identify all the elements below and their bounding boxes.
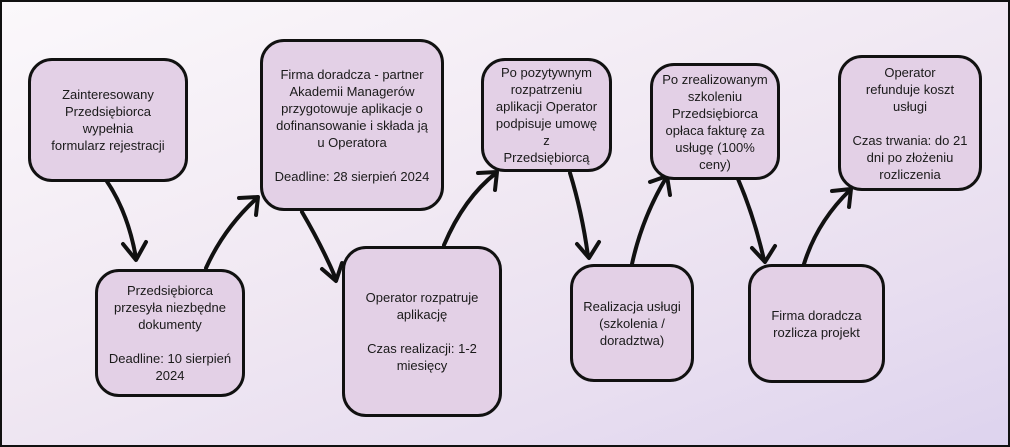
step-2-text: Przedsiębiorca przesyła niezbędne dokume… (113, 283, 227, 332)
step-7-text: Po zrealizowanym szkoleniu Przedsiębiorc… (662, 71, 768, 172)
arrow-s2-s3-head (237, 195, 260, 217)
arrow-s5-s6 (568, 171, 590, 258)
arrow-s7-s8-head (750, 244, 777, 264)
step-9-text: Operator refunduje koszt usługi (865, 64, 955, 114)
arrow-s4-s5 (442, 171, 498, 247)
step-1-text: Zainteresowany Przedsiębiorca wypełnia f… (51, 87, 165, 153)
arrow-s4-s5-head (476, 170, 499, 192)
step-2-deadline: Deadline: 10 sierpień 2024 (108, 351, 232, 383)
step-7-node: Po zrealizowanym szkoleniu Przedsiębiorc… (650, 63, 780, 180)
step-3-deadline: Deadline: 28 sierpień 2024 (274, 168, 430, 184)
step-2-node: Przedsiębiorca przesyła niezbędne dokume… (95, 269, 245, 397)
arrow-s7-s8 (736, 177, 766, 262)
step-9-duration: Czas trwania: do 21 dni po złożeniu rozl… (852, 132, 968, 182)
arrow-s3-s4 (300, 210, 338, 281)
step-3-text: Firma doradcza - partner Akademii Manage… (276, 66, 428, 150)
arrow-s2-s3 (204, 196, 259, 270)
arrow-s8-s9-head (830, 187, 853, 209)
step-4-text: Operator rozpatruje aplikację (365, 290, 479, 322)
step-8-node: Firma doradcza rozlicza projekt (748, 264, 885, 383)
step-5-text: Po pozytywnym rozpatrzeniu aplikacji Ope… (495, 65, 598, 165)
arrow-s3-s4-head (320, 261, 344, 283)
arrow-s1-s2 (104, 178, 138, 260)
step-4-node: Operator rozpatruje aplikację Czas reali… (342, 246, 502, 417)
arrow-s8-s9 (802, 188, 852, 266)
step-1-node: Zainteresowany Przedsiębiorca wypełnia f… (28, 58, 188, 182)
step-5-node: Po pozytywnym rozpatrzeniu aplikacji Ope… (481, 58, 612, 172)
step-4-duration: Czas realizacji: 1-2 miesięcy (367, 341, 477, 373)
step-6-node: Realizacja usługi (szkolenia / doradztwa… (570, 264, 694, 382)
step-8-text: Firma doradcza rozlicza projekt (771, 307, 862, 340)
arrow-s1-s2-head (121, 240, 148, 262)
step-3-node: Firma doradcza - partner Akademii Manage… (260, 39, 444, 211)
arrow-s5-s6-head (575, 240, 601, 260)
step-6-text: Realizacja usługi (szkolenia / doradztwa… (583, 298, 681, 348)
arrow-s6-s7 (630, 176, 668, 266)
step-9-node: Operator refunduje koszt usługi Czas trw… (838, 55, 982, 191)
